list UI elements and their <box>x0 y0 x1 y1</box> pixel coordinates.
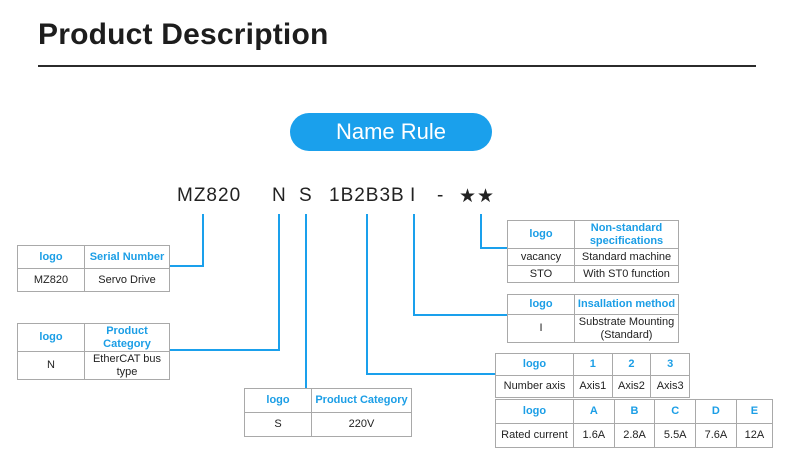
table-cell: STO <box>507 265 575 283</box>
table-cell: EtherCAT bus type <box>84 351 170 380</box>
table-cell: Standard machine <box>574 248 679 266</box>
header-cell: logo <box>17 323 85 352</box>
code-dash: - <box>437 185 445 206</box>
code-model: MZ820 <box>177 185 242 206</box>
table-cell: Substrate Mounting (Standard) <box>574 314 679 343</box>
code-special: ★★ <box>459 186 496 207</box>
table-cell: 1.6A <box>573 423 615 448</box>
header-cell: logo <box>495 399 574 424</box>
table-cell: S <box>244 412 312 437</box>
table-cell: N <box>17 351 85 380</box>
header-cell: 2 <box>611 353 652 376</box>
connector-nonstd <box>480 214 507 249</box>
header-cell: D <box>695 399 737 424</box>
header-cell: A <box>573 399 615 424</box>
table-cell: 2.8A <box>613 423 656 448</box>
table-cell: Number axis <box>495 375 574 398</box>
table-cell: Axis1 <box>573 375 613 398</box>
table-cell: 7.6A <box>695 423 737 448</box>
table-cell: vacancy <box>507 248 575 266</box>
connector-axis <box>366 214 495 375</box>
rated-current-table: logo A B C D E Rated current 1.6A 2.8A 5… <box>495 399 774 448</box>
connector-category-n <box>170 214 280 351</box>
table-cell: Axis2 <box>611 375 652 398</box>
table-cell: MZ820 <box>17 268 85 292</box>
connector-install <box>413 214 507 316</box>
header-cell: Non-standard specifications <box>574 220 679 249</box>
header-cell: Product Category <box>311 388 412 413</box>
table-cell: With ST0 function <box>574 265 679 283</box>
header-cell: logo <box>507 294 575 315</box>
code-voltage: S <box>299 185 313 206</box>
header-cell: 1 <box>573 353 613 376</box>
header-cell: C <box>654 399 697 424</box>
header-cell: Product Category <box>84 323 170 352</box>
header-cell: B <box>613 399 656 424</box>
number-axis-table: logo 1 2 3 Number axis Axis1 Axis2 Axis3 <box>495 353 690 398</box>
title-divider <box>38 65 756 67</box>
header-cell: logo <box>507 220 575 249</box>
table-cell: Servo Drive <box>84 268 170 292</box>
header-cell: logo <box>244 388 312 413</box>
header-cell: logo <box>495 353 574 376</box>
table-cell: Rated current <box>495 423 574 448</box>
table-cell: I <box>507 314 575 343</box>
table-cell: 12A <box>735 423 774 448</box>
header-cell: 3 <box>650 353 690 376</box>
header-cell: Serial Number <box>84 245 170 269</box>
code-currents: 1B2B3B <box>329 185 405 206</box>
connector-serial <box>170 214 204 267</box>
code-install: I <box>410 185 417 206</box>
header-cell: logo <box>17 245 85 269</box>
name-rule-badge: Name Rule <box>290 113 492 151</box>
name-rule-label: Name Rule <box>335 119 447 144</box>
code-bus: N <box>272 185 287 206</box>
header-cell: E <box>735 399 774 424</box>
table-cell: 5.5A <box>654 423 697 448</box>
page-title: Product Description <box>38 18 329 51</box>
table-cell: 220V <box>311 412 412 437</box>
table-cell: Axis3 <box>650 375 690 398</box>
header-cell: Insallation method <box>574 294 679 315</box>
